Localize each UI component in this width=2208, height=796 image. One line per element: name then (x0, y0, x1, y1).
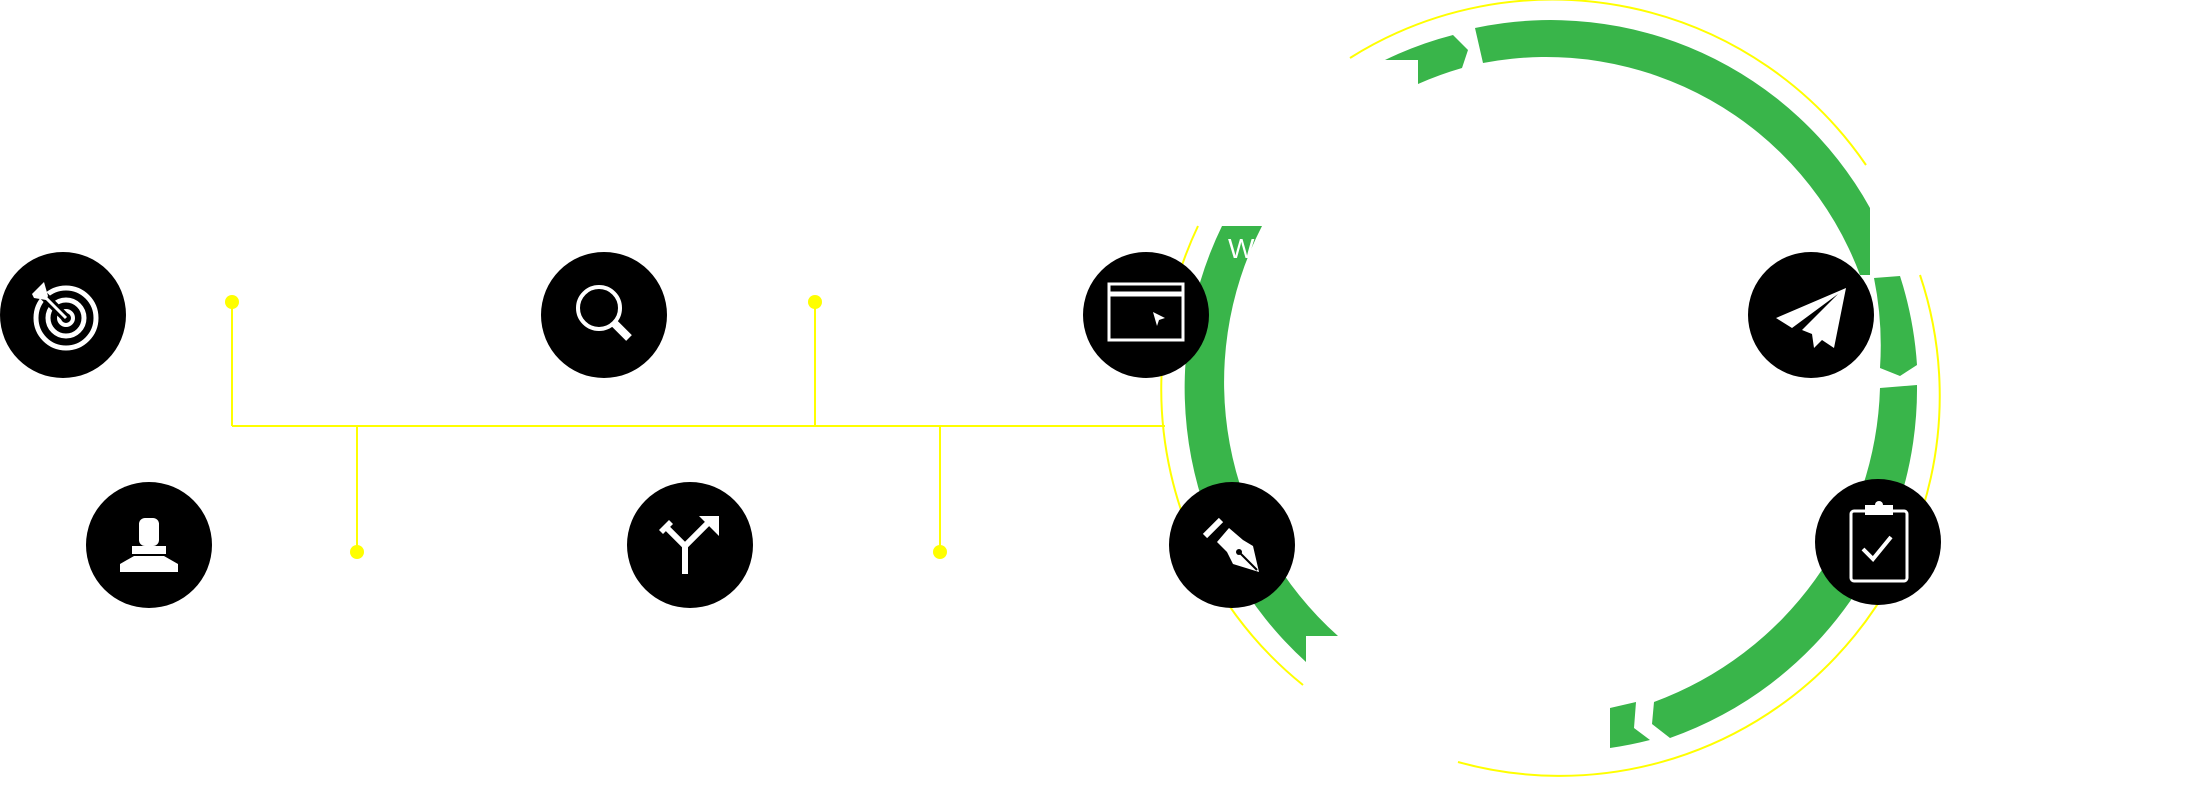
ring-fragment-text: W (1228, 233, 1256, 264)
magnifier-icon (576, 285, 632, 341)
ring-segment-right (1874, 276, 1917, 376)
ring-segment-left (1184, 226, 1338, 662)
node-split (627, 482, 753, 608)
user-icon (120, 518, 178, 572)
node-browser (1083, 252, 1209, 378)
clipboard-check-icon (1849, 501, 1909, 583)
connector-dots (225, 295, 947, 559)
ring-segment-top-left (1385, 35, 1468, 84)
pen-nib-icon (1202, 517, 1259, 572)
outer-arc-top (1349, 0, 1867, 166)
ring-segment-bottom (1610, 702, 1650, 748)
ring-segment-top (1475, 20, 1870, 276)
target-arrow-icon (32, 282, 99, 351)
split-arrows-icon (659, 516, 719, 574)
browser-cursor-icon (1107, 282, 1185, 342)
node-clipboard (1815, 479, 1941, 605)
node-pen (1169, 482, 1295, 608)
outer-arc-right (1457, 274, 1941, 777)
node-user (86, 482, 212, 608)
node-target (0, 252, 126, 378)
connector-lines (231, 302, 1165, 552)
node-send (1748, 252, 1874, 378)
node-search (541, 252, 667, 378)
paper-plane-icon (1776, 288, 1846, 348)
